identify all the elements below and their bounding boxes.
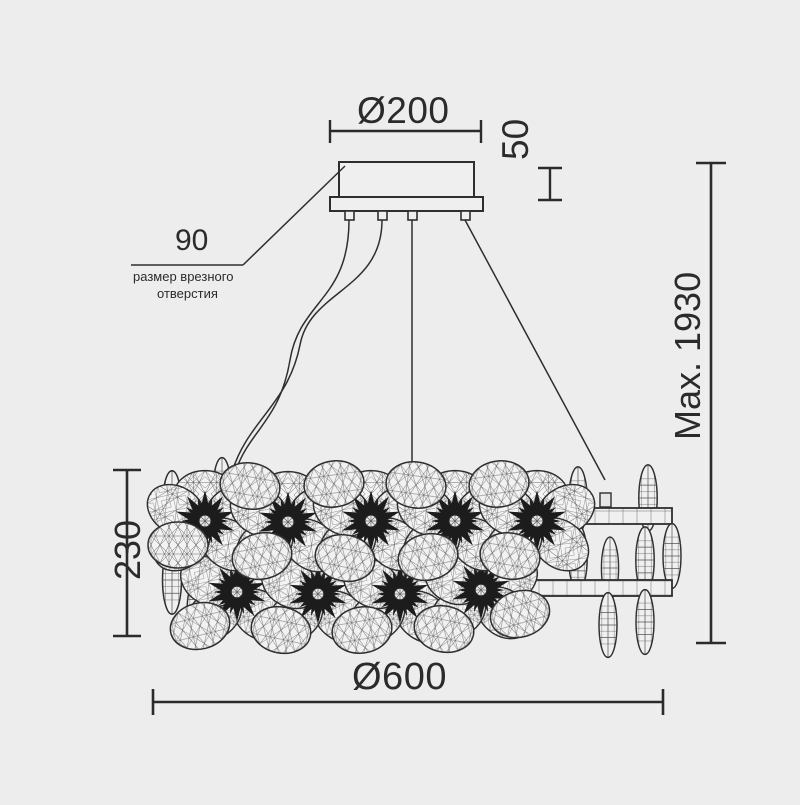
leader-line-cutout (242, 165, 346, 266)
power-cord-wavy-1 (235, 219, 350, 471)
label-max-height: Max. 1930 (667, 271, 708, 440)
crystal-oval (598, 591, 618, 659)
suspension-cable-right (464, 219, 606, 481)
label-cutout-note-line2: отверстия (157, 286, 218, 301)
dimension-max-height (696, 161, 726, 645)
cable-hanger-block (599, 492, 612, 508)
canopy-assembly (131, 161, 484, 266)
dimension-canopy-diameter (328, 120, 483, 143)
crystal-oval (635, 588, 655, 656)
label-canopy-height: 50 (495, 118, 536, 160)
label-cutout-note-line1: размер врезного (133, 269, 234, 284)
dimension-canopy-height (538, 166, 562, 202)
canopy-housing (338, 161, 475, 198)
label-body-diameter: Ø600 (352, 656, 447, 698)
dimension-body-diameter (151, 689, 665, 715)
label-cutout-hole: 90 (175, 224, 209, 257)
label-body-height: 230 (107, 519, 148, 580)
chandelier-body (138, 456, 682, 660)
crystal-oval (662, 522, 682, 590)
dimension-body-height (113, 468, 141, 638)
canopy-base-plate (329, 196, 484, 212)
crystal-petal (147, 521, 209, 569)
power-cord-wavy-2 (231, 219, 383, 473)
suspension-cables (231, 219, 606, 481)
cable-outlets (344, 210, 471, 221)
label-canopy-diameter: Ø200 (357, 90, 450, 131)
